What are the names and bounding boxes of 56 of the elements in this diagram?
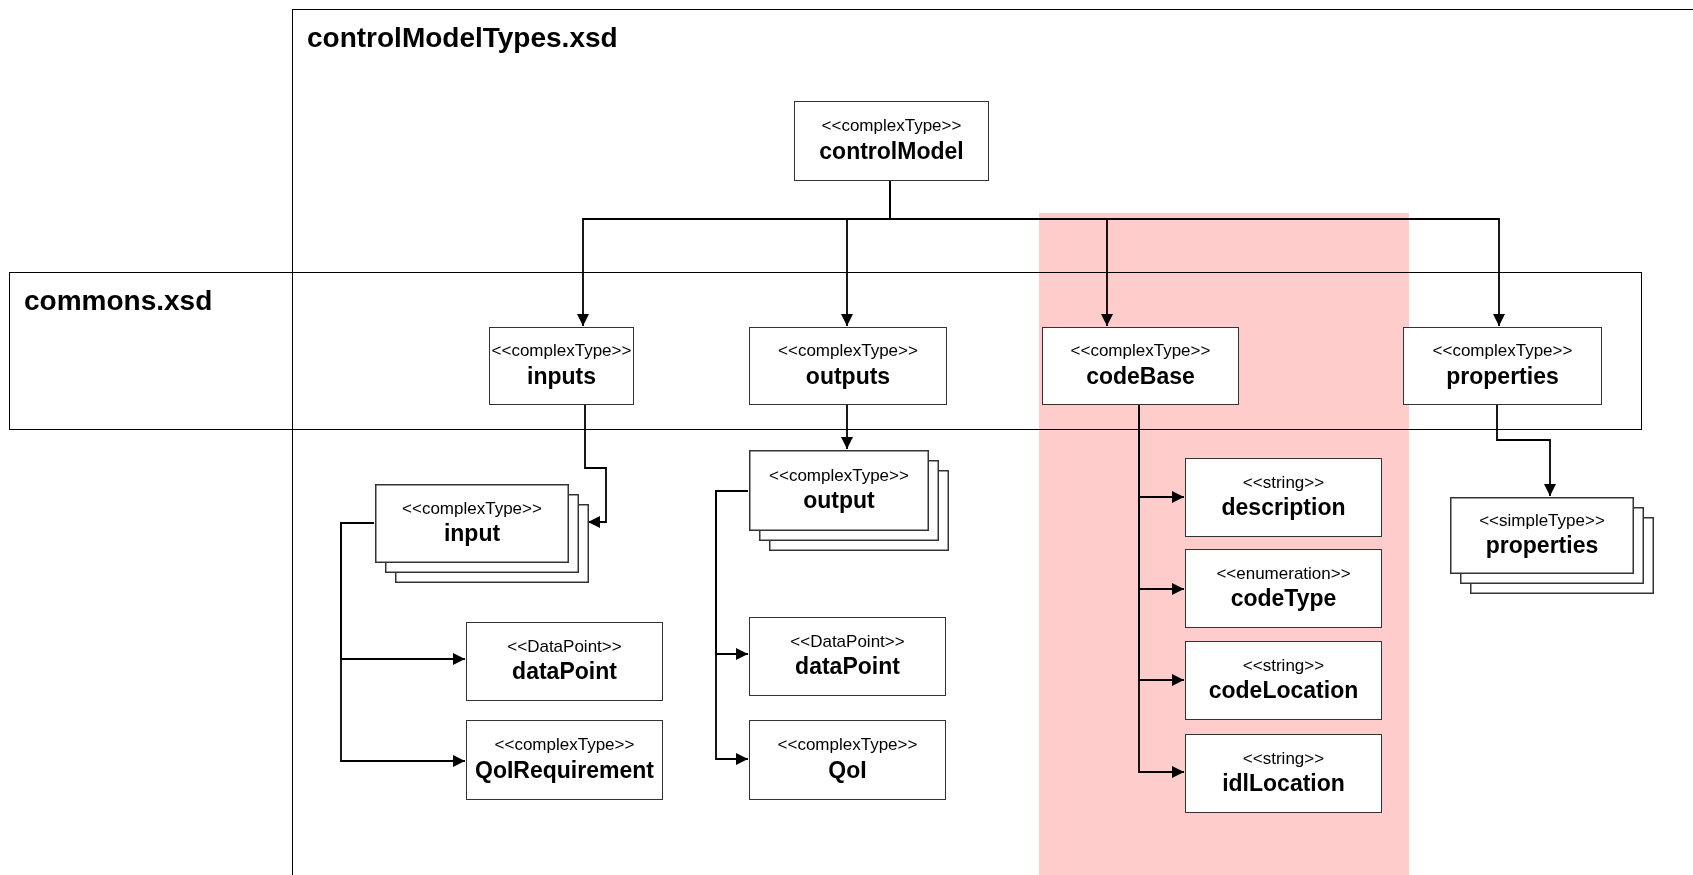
stacked-class-box bbox=[375, 484, 589, 583]
class-name: properties bbox=[1446, 361, 1559, 391]
stereotype-label: <<string>> bbox=[1242, 472, 1325, 494]
package-title: commons.xsd bbox=[24, 285, 213, 317]
class-box bbox=[1185, 641, 1382, 720]
stereotype-label: <<complexType>> bbox=[494, 735, 635, 756]
class-name: inputs bbox=[527, 361, 596, 391]
class-box bbox=[794, 101, 989, 181]
class-box bbox=[466, 622, 663, 701]
class-box bbox=[1185, 734, 1382, 813]
stereotype-label: <<complexType>> bbox=[1070, 341, 1211, 362]
class-name: codeBase bbox=[1086, 361, 1195, 391]
package-frame bbox=[9, 272, 1642, 430]
class-box bbox=[1185, 458, 1382, 537]
stereotype-label: <<simpleType>> bbox=[1479, 510, 1605, 532]
class-name: properties bbox=[1485, 531, 1599, 561]
class-name: description bbox=[1221, 493, 1346, 523]
class-box bbox=[749, 720, 946, 800]
class-box bbox=[749, 617, 946, 696]
arrow bbox=[340, 522, 466, 767]
class-name: codeType bbox=[1230, 584, 1337, 614]
stereotype-label: <<complexType>> bbox=[1432, 341, 1573, 362]
class-box bbox=[1185, 549, 1382, 628]
class-box bbox=[466, 720, 663, 800]
stereotype-label: <<string>> bbox=[1242, 655, 1325, 677]
class-name: input bbox=[443, 519, 501, 549]
arrow bbox=[584, 403, 607, 528]
arrow bbox=[1496, 403, 1556, 497]
class-name: dataPoint bbox=[512, 657, 617, 687]
stereotype-label: <<complexType>> bbox=[821, 116, 962, 137]
class-box bbox=[1403, 327, 1602, 405]
stereotype-label: <<complexType>> bbox=[402, 498, 542, 520]
class-box bbox=[489, 327, 634, 405]
class-name: idlLocation bbox=[1222, 769, 1345, 799]
class-name: QoI bbox=[828, 755, 867, 785]
package-title: controlModelTypes.xsd bbox=[307, 22, 618, 54]
class-name: QoIRequirement bbox=[475, 755, 654, 785]
stereotype-label: <<complexType>> bbox=[778, 341, 918, 362]
stereotype-label: <<enumeration>> bbox=[1216, 563, 1351, 585]
stereotype-label: <<complexType>> bbox=[777, 735, 918, 756]
class-box bbox=[1042, 327, 1239, 405]
class-name: output bbox=[803, 486, 875, 516]
stacked-class-box bbox=[1450, 497, 1654, 594]
stereotype-label: <<DataPoint>> bbox=[507, 636, 622, 658]
arrow bbox=[841, 403, 853, 450]
class-name: controlModel bbox=[819, 136, 964, 166]
class-name: dataPoint bbox=[795, 652, 900, 682]
stereotype-label: <<string>> bbox=[1242, 748, 1325, 770]
arrow bbox=[715, 490, 749, 765]
class-name: outputs bbox=[805, 361, 891, 391]
stereotype-label: <<complexType>> bbox=[491, 341, 632, 362]
class-name: codeLocation bbox=[1208, 676, 1359, 706]
stacked-class-box bbox=[749, 450, 949, 551]
stereotype-label: <<complexType>> bbox=[769, 465, 909, 487]
class-box bbox=[749, 327, 947, 405]
stereotype-label: <<DataPoint>> bbox=[790, 631, 905, 653]
